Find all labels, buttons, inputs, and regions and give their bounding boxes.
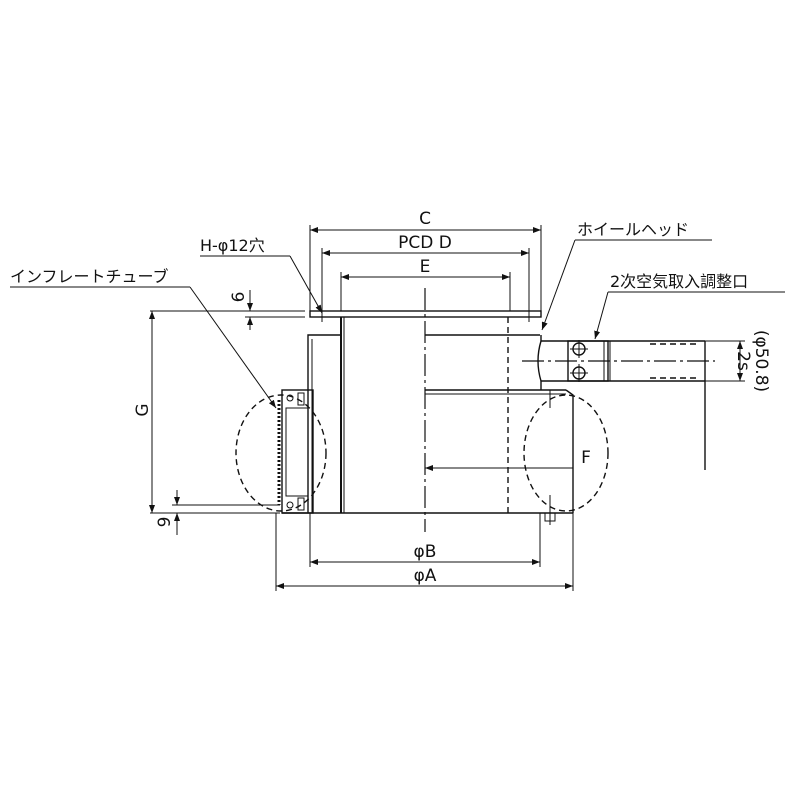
inflate-tube-assembly <box>277 389 314 514</box>
dim-9: 9 <box>155 517 175 528</box>
secondary-air-nozzle <box>522 335 715 470</box>
dim-2s: 2s <box>733 351 753 371</box>
main-body <box>282 317 574 525</box>
dim-f: F <box>581 448 591 468</box>
dim-phi-b: φB <box>414 542 437 562</box>
label-inflate-tube: インフレートチューブ <box>10 267 169 286</box>
dim-e: E <box>420 257 431 277</box>
dim-6: 6 <box>229 292 249 303</box>
label-wheel-head: ホイールヘッド <box>577 220 689 239</box>
label-hole: H-φ12穴 <box>200 236 265 255</box>
dim-g: G <box>133 403 153 416</box>
dim-phi-a: φA <box>414 566 437 586</box>
dim-phi-50-8: (φ50.8) <box>751 330 771 392</box>
detail-circle-right <box>523 394 609 512</box>
detail-circle-left <box>235 394 327 512</box>
leader-lines <box>10 239 785 409</box>
dim-c: C <box>419 209 431 229</box>
label-secondary-air-inlet: 2次空気取入調整口 <box>610 272 748 291</box>
dimension-lines <box>149 225 745 591</box>
dim-pcd-d: PCD D <box>398 233 452 253</box>
